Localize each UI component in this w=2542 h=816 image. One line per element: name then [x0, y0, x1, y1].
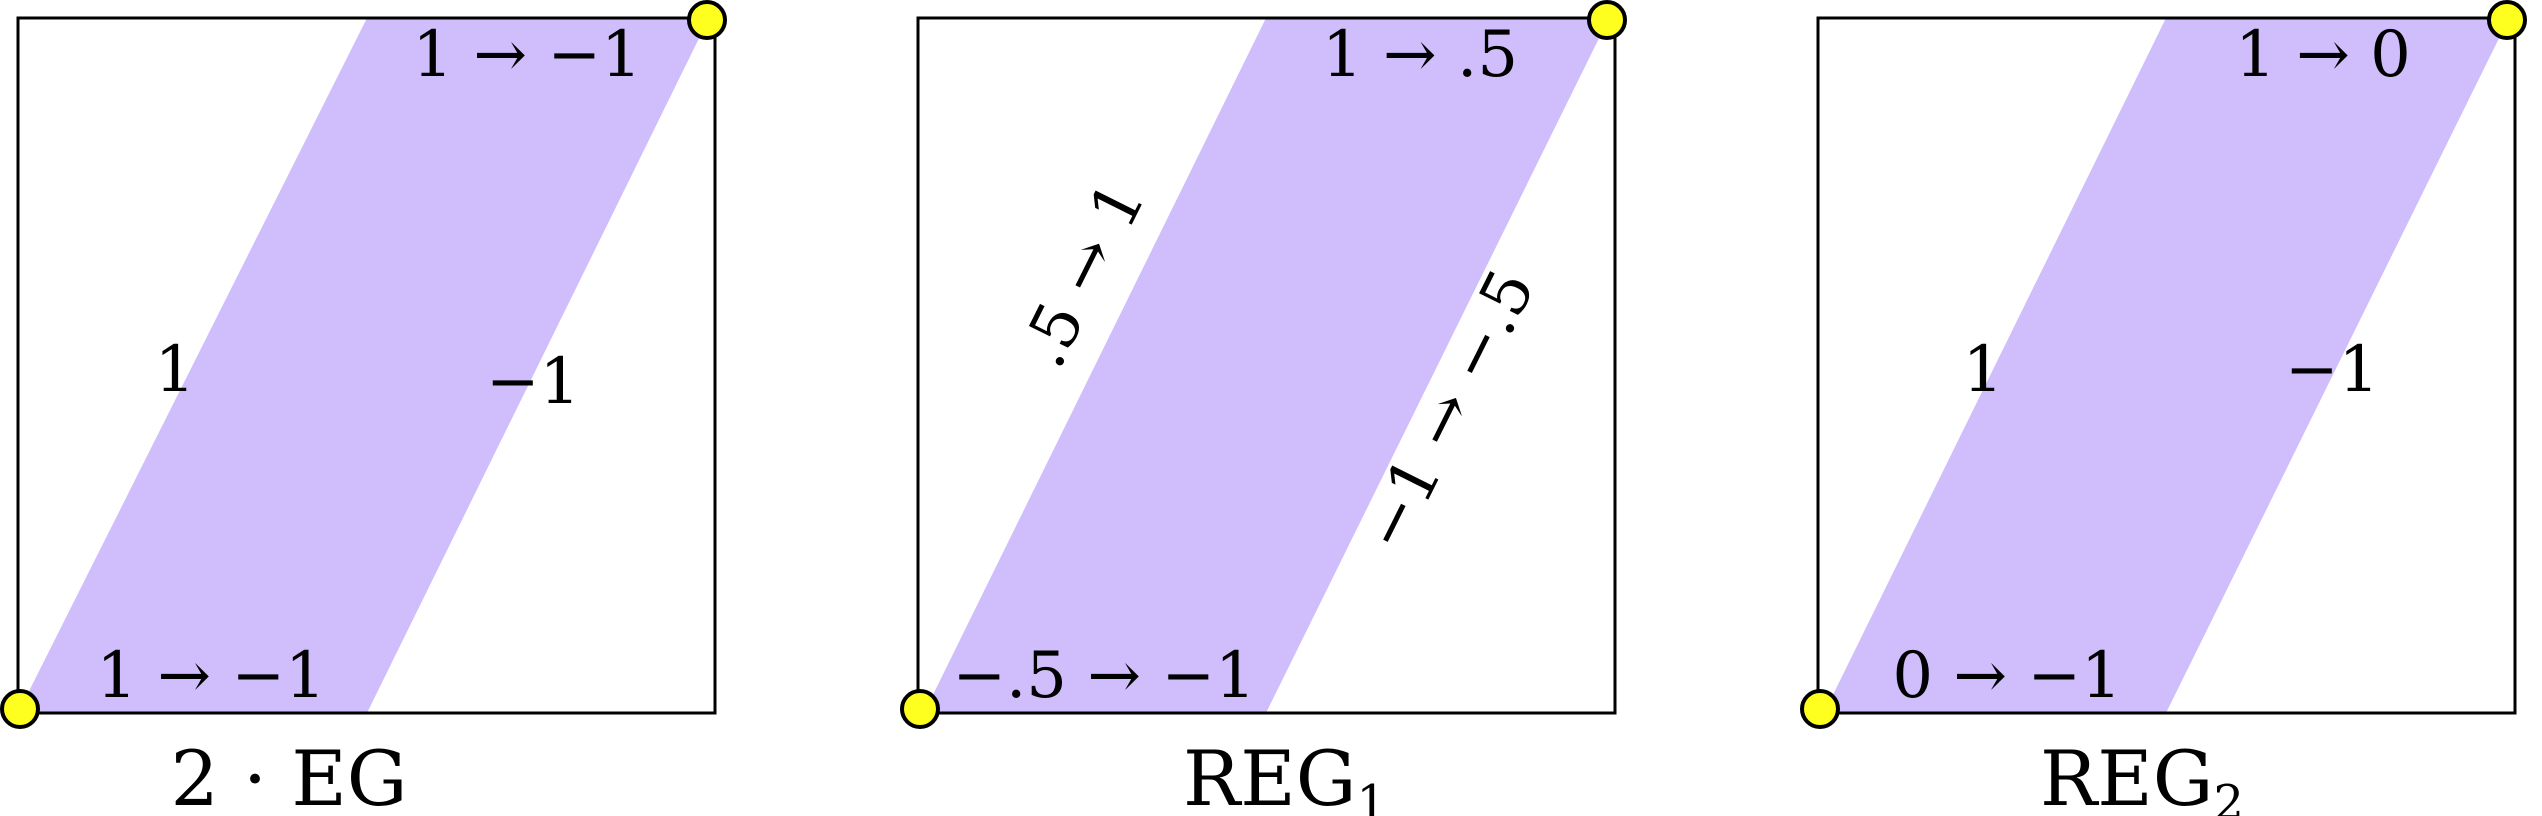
- label-top-edge: 1 → .5: [1322, 18, 1518, 92]
- shaded-band: [924, 18, 1609, 713]
- panel-caption: REG2: [2040, 734, 2244, 816]
- panel-frame-outline: [916, 16, 1617, 715]
- panel-caption-subscript: 2: [2213, 775, 2244, 816]
- label-right-edge: −1: [2285, 333, 2379, 407]
- panel-frame-outline: [1816, 16, 2517, 715]
- panel-caption-subscript: 1: [1356, 775, 1387, 816]
- panel-caption-main: 2 · EG: [170, 734, 407, 816]
- panel-caption-main: REG: [2040, 734, 2213, 816]
- label-top-edge: 1 → 0: [2235, 18, 2411, 92]
- panel-2eg: 1 → −1 1 → −1 1 −1 2 · EG: [0, 0, 727, 816]
- panel-caption: REG1: [1183, 734, 1387, 816]
- panel-reg2: 1 → 0 0 → −1 1 −1 REG2: [1800, 0, 2527, 816]
- label-top-edge: 1 → −1: [412, 18, 641, 92]
- label-left-edge: 1: [1963, 333, 2004, 407]
- vertex-marker-bottom-left: [1800, 689, 1840, 729]
- label-left-edge: 1: [155, 333, 196, 407]
- panel-reg1: 1 → .5 −.5 → −1 .5 → 1 −1 → −.5 REG1: [900, 0, 1627, 816]
- vertex-marker-bottom-left: [0, 689, 40, 729]
- vertex-marker-top-right: [2487, 0, 2527, 40]
- shaded-band: [1824, 18, 2509, 713]
- shaded-band: [18, 18, 709, 713]
- panel-frame-outline: [16, 16, 717, 715]
- panel-caption-main: REG: [1183, 734, 1356, 816]
- label-bottom-edge: 1 → −1: [96, 639, 325, 713]
- label-right-edge: −1: [486, 345, 580, 419]
- label-bottom-edge: 0 → −1: [1892, 639, 2121, 713]
- vertex-marker-top-right: [687, 0, 727, 40]
- vertex-marker-bottom-left: [900, 689, 940, 729]
- label-bottom-edge: −.5 → −1: [952, 639, 1255, 713]
- vertex-marker-top-right: [1587, 0, 1627, 40]
- panel-caption: 2 · EG: [170, 734, 407, 816]
